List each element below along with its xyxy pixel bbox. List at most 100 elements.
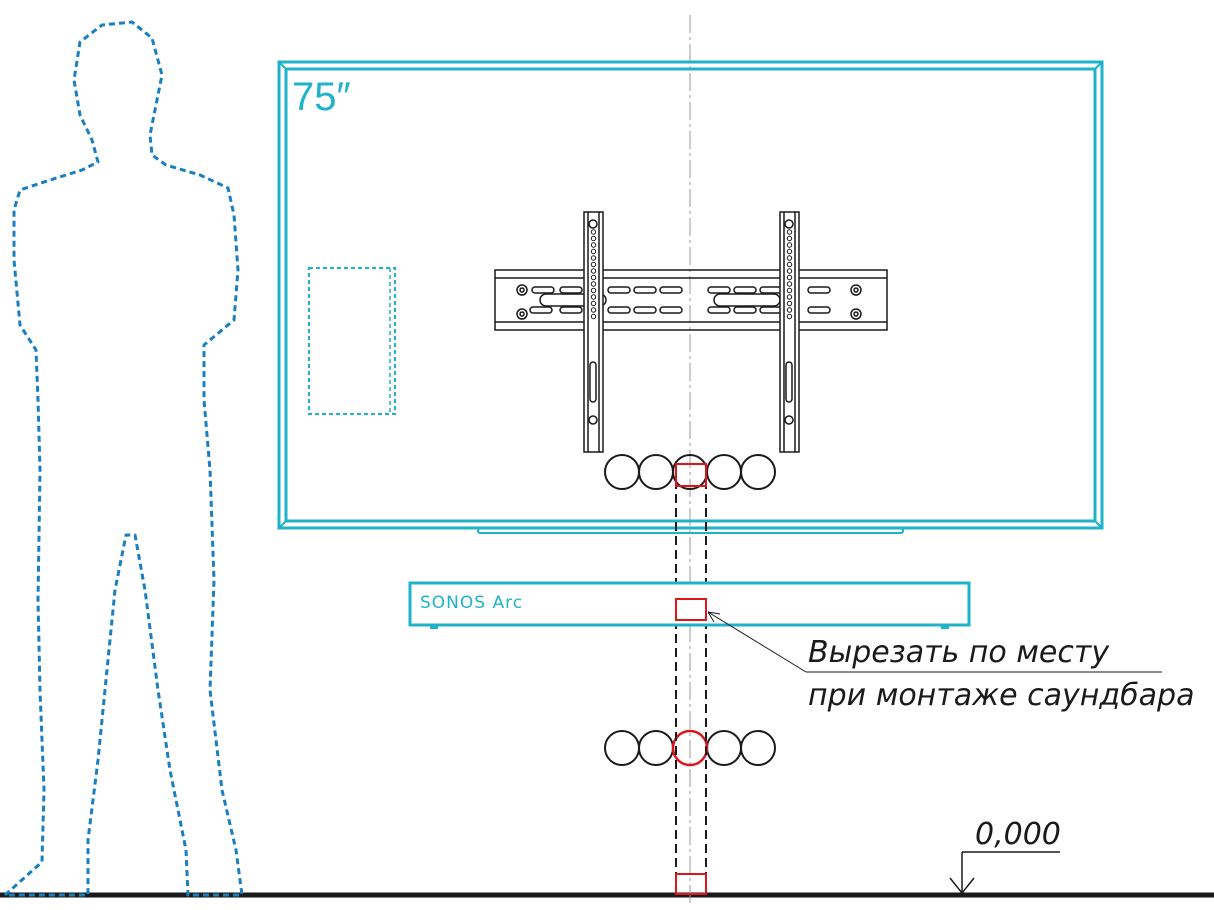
arm-slot — [589, 361, 597, 403]
bolt — [853, 287, 859, 293]
arm-hole — [786, 255, 793, 261]
tv-bottom-lip — [477, 527, 904, 534]
arm-hole — [590, 281, 597, 287]
tv-bevel-tl — [278, 61, 287, 70]
bolt — [516, 308, 528, 320]
arm-slot — [785, 361, 793, 403]
arm-bolt — [784, 219, 794, 229]
tv-bevel-bl — [278, 520, 287, 529]
level-label: 0,000 — [975, 817, 1061, 852]
arm-hole — [590, 300, 597, 307]
rail-slot — [733, 286, 757, 294]
arm-hole — [590, 248, 597, 255]
socket — [604, 454, 640, 490]
cutout-soundbar — [675, 598, 707, 621]
level-arrow — [949, 877, 975, 895]
tv-bevel-tr — [1094, 61, 1103, 70]
leader-arrowhead — [707, 611, 721, 623]
rail-slot — [531, 286, 555, 294]
cable-channel — [675, 466, 707, 893]
soundbar-foot-left — [430, 625, 438, 629]
arm-hole — [590, 242, 597, 248]
tv-bevel-br — [1094, 520, 1103, 529]
arm-hole — [590, 235, 597, 242]
arm-hole — [786, 229, 793, 235]
rail-slot — [659, 286, 683, 294]
arm-hole — [786, 313, 793, 320]
arm-holes — [590, 229, 597, 320]
arm-hole — [786, 261, 793, 268]
arm-hole — [590, 274, 597, 281]
socket — [638, 454, 674, 490]
arm-hole — [590, 229, 597, 235]
bolt — [850, 284, 862, 296]
rail-slot — [559, 306, 583, 314]
bracket-arm-right — [779, 211, 800, 453]
rail-center-slot-left — [539, 293, 607, 307]
arm-hole — [786, 307, 793, 313]
tv-size-label: 75″ — [292, 75, 351, 119]
arm-hole — [786, 287, 793, 294]
rail-slot — [759, 286, 783, 294]
wall-mount-bracket — [494, 211, 888, 453]
bracket-arm-left — [583, 211, 604, 453]
bracket-rail — [494, 269, 888, 331]
socket — [604, 730, 640, 766]
arm-hole — [590, 307, 597, 313]
socket — [706, 730, 742, 766]
arm-hole — [786, 274, 793, 281]
arm-hole — [786, 248, 793, 255]
rail-slot — [807, 306, 831, 314]
rail-slot — [733, 306, 757, 314]
socket — [740, 730, 776, 766]
rail-slot — [529, 306, 553, 314]
rail-slot — [559, 286, 583, 294]
rail-slot — [607, 306, 631, 314]
arm-hole — [590, 294, 597, 300]
arm-hole — [590, 287, 597, 294]
soundbar: SONOS Arc — [408, 581, 971, 629]
callout-leader — [707, 611, 1162, 673]
rail-slot — [707, 306, 731, 314]
soundbar-foot-right — [941, 625, 949, 629]
rail-slot — [659, 306, 683, 314]
callout-line-2: при монтаже саундбара — [808, 678, 1194, 713]
bolt — [850, 308, 862, 320]
arm-hole — [590, 255, 597, 261]
arm-hole — [590, 313, 597, 320]
tv-inner-frame — [284, 67, 1097, 523]
rail-slot — [707, 286, 731, 294]
level-mark — [949, 851, 1060, 895]
arm-hole — [786, 300, 793, 307]
leader-diagonal — [707, 611, 807, 673]
hidden-box-outline — [308, 267, 396, 415]
cutout-tv — [675, 463, 707, 487]
rail-slot — [633, 306, 657, 314]
cutout-floor — [675, 873, 707, 895]
arm-bolt — [588, 415, 598, 425]
rail-bolts — [516, 284, 862, 320]
rail-slot — [607, 286, 631, 294]
callout-line-1: Вырезать по месту — [808, 635, 1110, 670]
bolt — [519, 311, 525, 317]
arm-hole — [786, 281, 793, 287]
cutout-markers — [675, 463, 707, 895]
rail-center-slot-right — [713, 293, 781, 307]
arm-holes — [786, 229, 793, 320]
socket — [706, 454, 742, 490]
arm-bolt — [784, 415, 794, 425]
rail-slot — [633, 286, 657, 294]
socket — [638, 730, 674, 766]
soundbar-label: SONOS Arc — [420, 593, 523, 613]
rail-slot — [807, 286, 831, 294]
soundbar-body — [408, 581, 971, 627]
socket — [740, 454, 776, 490]
rail-slot — [759, 306, 783, 314]
human-silhouette — [3, 20, 244, 897]
bolt — [519, 287, 525, 293]
bolt — [853, 311, 859, 317]
arm-hole — [786, 268, 793, 274]
arm-hole — [786, 242, 793, 248]
arm-hole — [786, 294, 793, 300]
